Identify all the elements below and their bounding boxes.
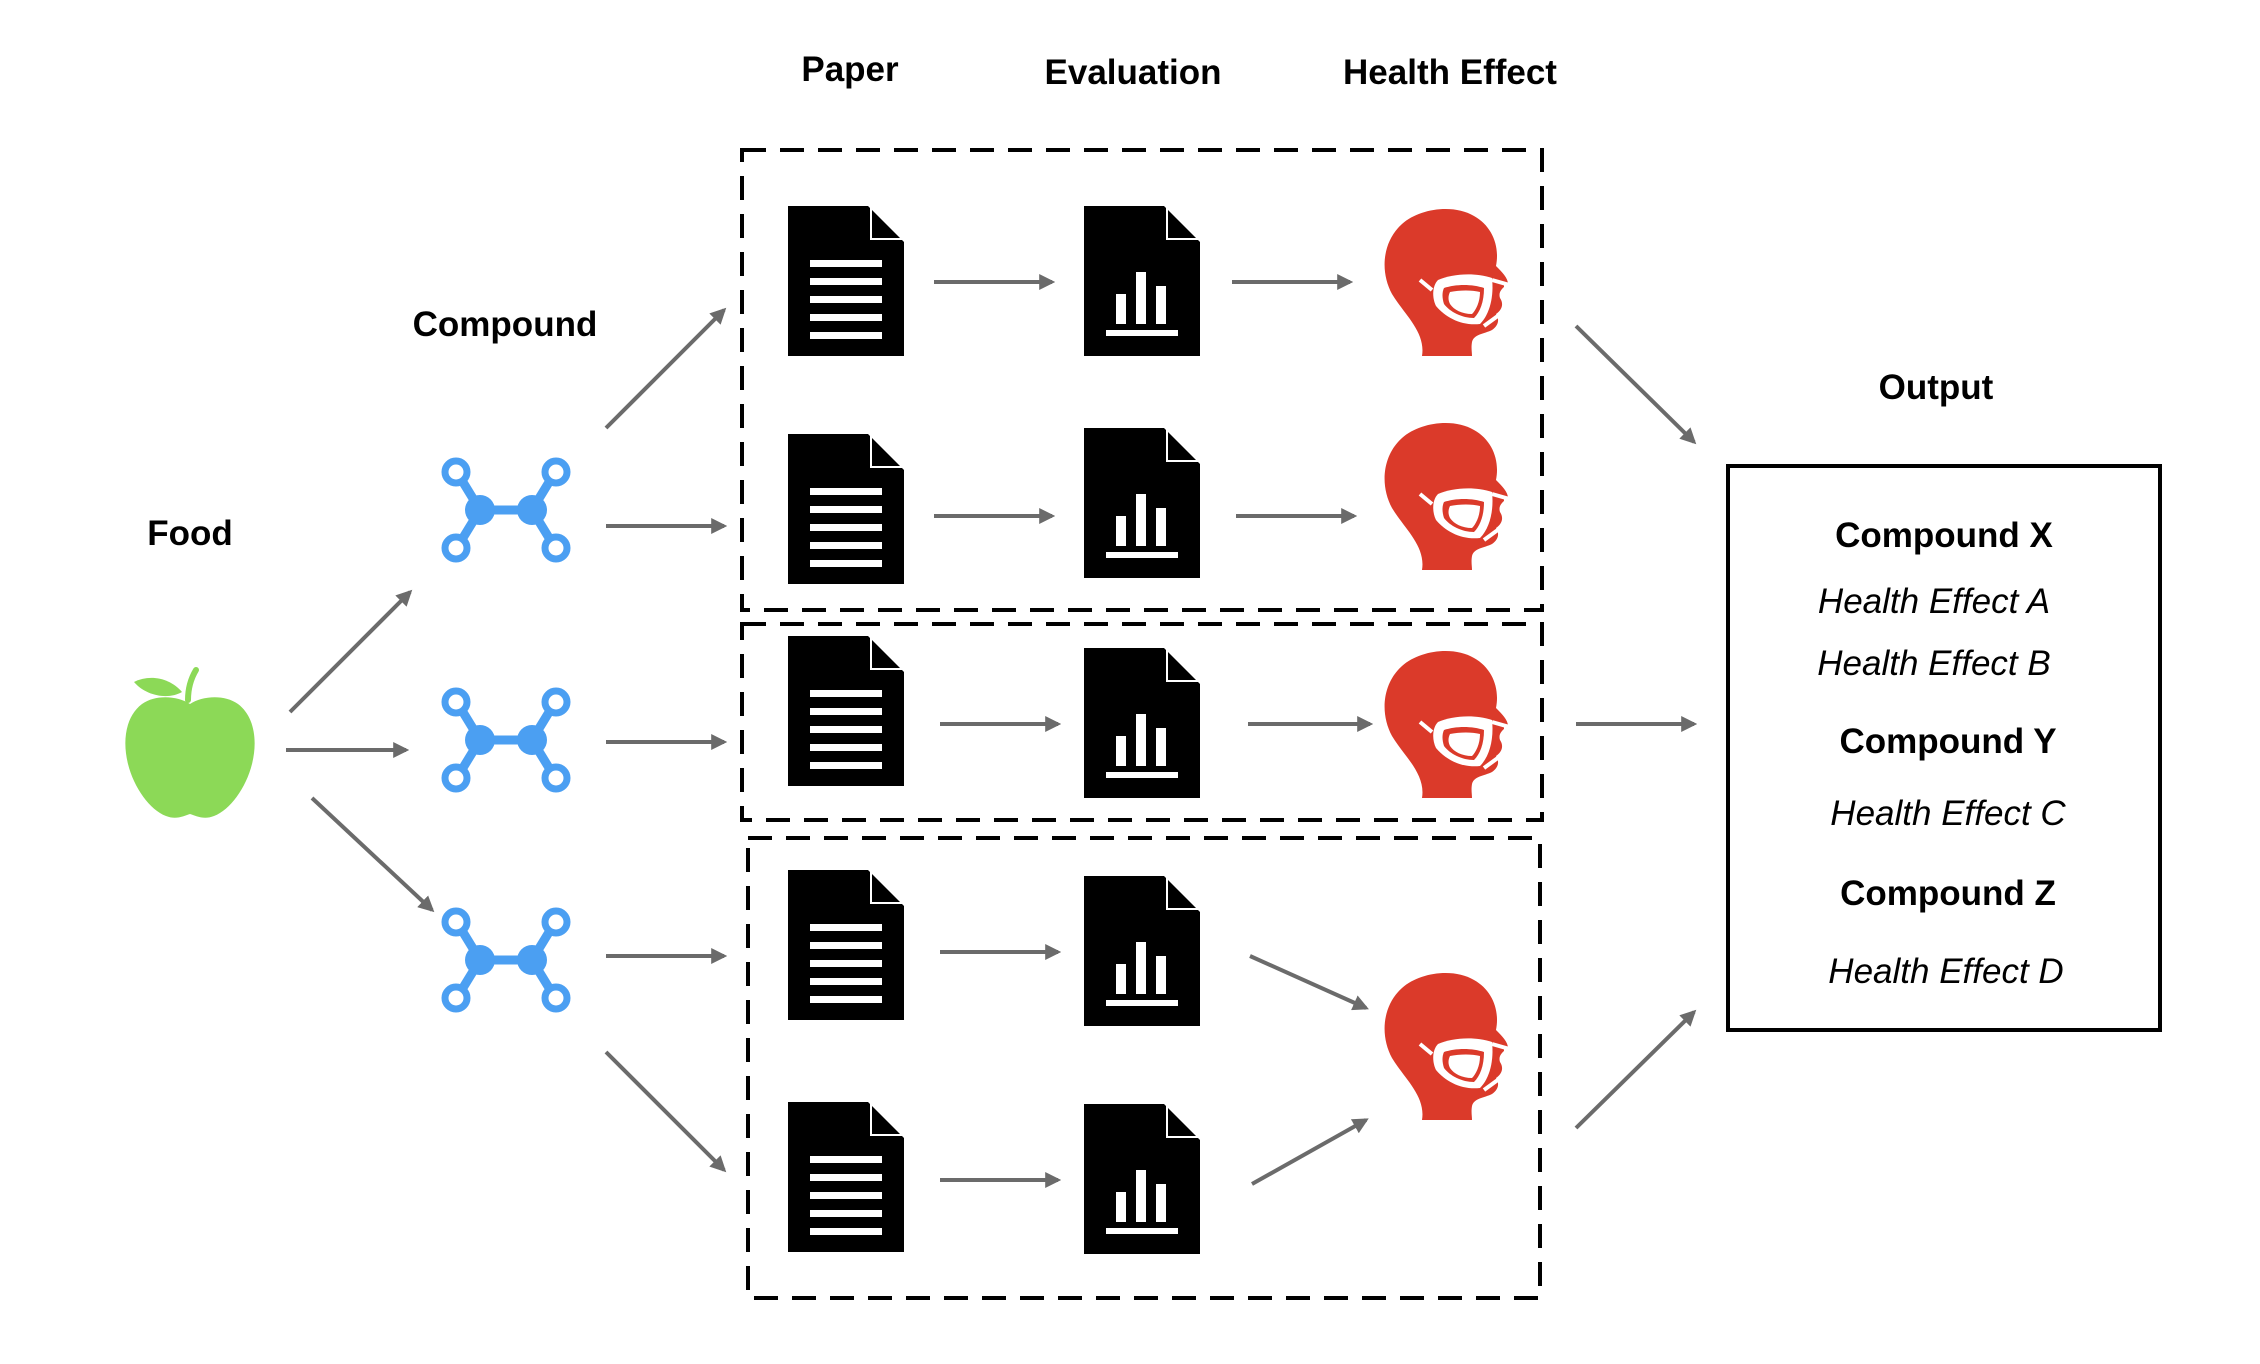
document-icon: [788, 870, 904, 1020]
arrow: [1251, 1118, 1369, 1186]
chart-document-icon: [1084, 1104, 1200, 1254]
arrow: [1574, 1009, 1697, 1130]
apple-icon: [125, 670, 254, 818]
document-icon: [788, 206, 904, 356]
node-icons: [125, 206, 1510, 1254]
masked-head-icon: [1382, 421, 1510, 570]
masked-head-icon: [1382, 971, 1510, 1120]
masked-head-icon: [1382, 207, 1510, 356]
group-box-2: [740, 622, 1544, 822]
arrow: [604, 1050, 727, 1173]
paper-groups: [740, 148, 1544, 1300]
chart-document-icon: [1084, 428, 1200, 578]
document-icon: [788, 434, 904, 584]
arrow: [310, 796, 435, 913]
chart-document-icon: [1084, 648, 1200, 798]
molecule-icon: [445, 911, 567, 1009]
arrow: [1249, 954, 1369, 1011]
document-icon: [788, 636, 904, 786]
flow-arrows: [286, 274, 1698, 1188]
arrow: [604, 307, 727, 430]
arrow: [288, 589, 413, 714]
group-box-1: [740, 148, 1544, 612]
arrow: [1574, 324, 1697, 445]
molecule-icon: [445, 691, 567, 789]
document-icon: [788, 1102, 904, 1252]
chart-document-icon: [1084, 206, 1200, 356]
chart-document-icon: [1084, 876, 1200, 1026]
group-box-3: [746, 836, 1542, 1300]
masked-head-icon: [1382, 649, 1510, 798]
molecule-icon: [445, 461, 567, 559]
